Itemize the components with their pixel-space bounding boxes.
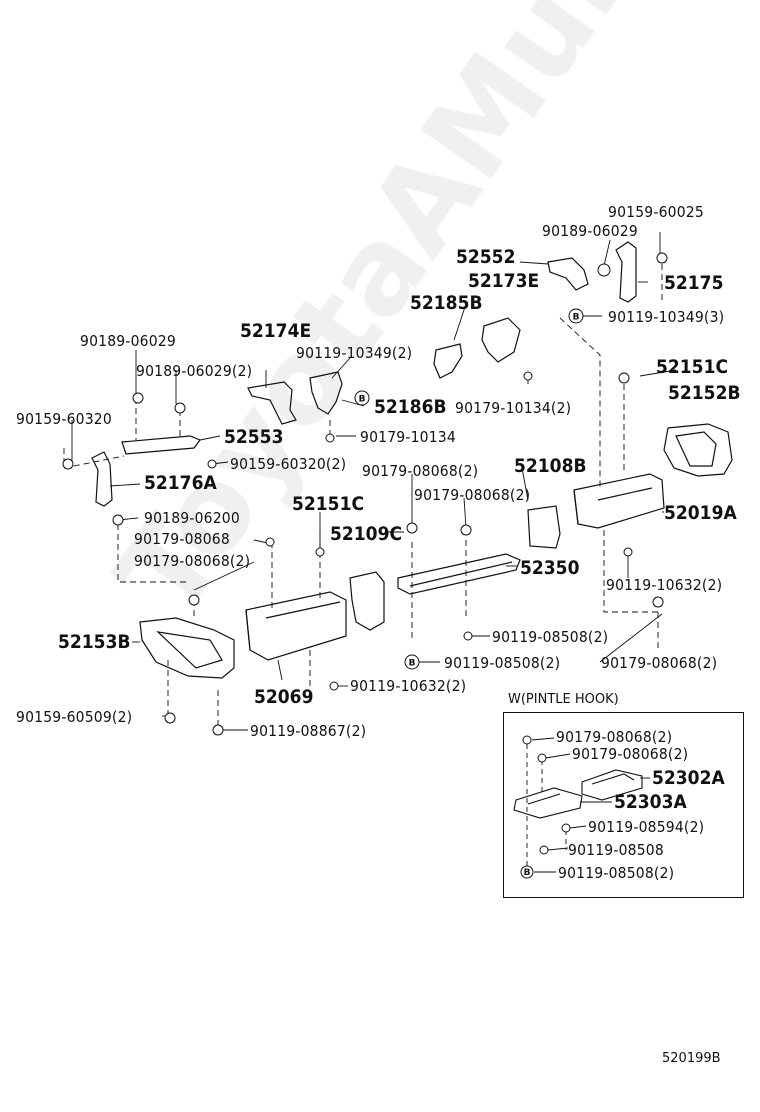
b-marker-1: B bbox=[573, 313, 580, 323]
label-52152B: 52152B bbox=[668, 382, 741, 404]
stay-52176A bbox=[91, 451, 113, 507]
label-90119-10632-2-mid: 90119-10632(2) bbox=[350, 677, 467, 695]
label-90189-06029-2: 90189-06029(2) bbox=[136, 362, 253, 380]
inset-label-90119-08594-2: 90119-08594(2) bbox=[588, 818, 705, 836]
diagram-code: 520199B bbox=[662, 1051, 721, 1066]
inset-label-90179-08068-2-a: 90179-08068(2) bbox=[556, 728, 673, 746]
label-90189-06200: 90189-06200 bbox=[144, 509, 240, 527]
label-90159-60320-2: 90159-60320(2) bbox=[230, 455, 347, 473]
b-marker-2: B bbox=[359, 395, 366, 405]
bolt-90189-06029-left bbox=[132, 392, 144, 404]
label-52151C-right: 52151C bbox=[656, 356, 729, 378]
label-52176A: 52176A bbox=[144, 472, 217, 494]
nut-90179-08068-2-d bbox=[652, 596, 664, 608]
label-90119-10349-3: 90119-10349(3) bbox=[608, 308, 725, 326]
label-52552: 52552 bbox=[456, 246, 516, 268]
label-90159-60509-2: 90159-60509(2) bbox=[16, 708, 133, 726]
bracket-52173E bbox=[481, 317, 521, 363]
bolt-90189-06200 bbox=[112, 514, 124, 526]
inset-nut-1 bbox=[522, 735, 532, 745]
inset-label-90179-08068-2-b: 90179-08068(2) bbox=[572, 745, 689, 763]
b-marker-circle-3 bbox=[404, 654, 420, 670]
label-90119-08508-2-a: 90119-08508(2) bbox=[492, 628, 609, 646]
reinforcement-52069 bbox=[245, 591, 347, 661]
plate-52552 bbox=[547, 257, 589, 291]
inset-label-90119-08508: 90119-08508 bbox=[568, 841, 664, 859]
label-52109C: 52109C bbox=[330, 523, 403, 545]
label-90179-08068-2-a: 90179-08068(2) bbox=[362, 462, 479, 480]
label-52553: 52553 bbox=[224, 426, 284, 448]
label-52175: 52175 bbox=[664, 272, 724, 294]
inset-label-52302A: 52302A bbox=[652, 767, 725, 789]
inset-box bbox=[503, 712, 744, 898]
bumper-end-52152B bbox=[663, 423, 733, 477]
bracket-52185B bbox=[433, 343, 463, 379]
bolt-52151C-right bbox=[618, 372, 630, 384]
plate-52302A bbox=[581, 769, 643, 801]
nut-90179-10134-left bbox=[325, 433, 335, 443]
label-90179-10134-2: 90179-10134(2) bbox=[455, 399, 572, 417]
bolt-90189-06029-2 bbox=[174, 402, 186, 414]
label-52019A: 52019A bbox=[664, 502, 737, 524]
b-marker-circle-2 bbox=[354, 390, 370, 406]
b-marker-3: B bbox=[409, 659, 416, 669]
bolt-90119-08867 bbox=[212, 724, 224, 736]
inset-title: W(PINTLE HOOK) bbox=[508, 692, 619, 707]
label-90179-10134: 90179-10134 bbox=[360, 428, 456, 446]
b-marker-4: B bbox=[524, 868, 531, 878]
nut-90179-08068-2-c bbox=[188, 594, 200, 606]
label-90159-60025: 90159-60025 bbox=[608, 203, 704, 221]
end-piece-52109C bbox=[349, 571, 385, 631]
label-90179-08068: 90179-08068 bbox=[134, 530, 230, 548]
b-marker-circle-1 bbox=[568, 308, 584, 324]
label-90179-08068-2-d: 90179-08068(2) bbox=[601, 654, 718, 672]
bumper-end-52153B bbox=[139, 617, 235, 679]
inset-bolt-08594 bbox=[561, 823, 571, 833]
inset-label-90119-08508-2: 90119-08508(2) bbox=[558, 864, 675, 882]
nut-90179-08068-2-a bbox=[406, 522, 418, 534]
label-52174E: 52174E bbox=[240, 320, 312, 342]
label-52186B: 52186B bbox=[374, 396, 447, 418]
bracket-52186B bbox=[309, 371, 343, 415]
label-90119-08508-2-b: 90119-08508(2) bbox=[444, 654, 561, 672]
label-52185B: 52185B bbox=[410, 292, 483, 314]
bracket-52175 bbox=[615, 241, 637, 303]
nut-90159-60320-2 bbox=[207, 459, 217, 469]
label-90179-08068-2-b: 90179-08068(2) bbox=[414, 486, 531, 504]
label-90189-06029-left: 90189-06029 bbox=[80, 332, 176, 350]
inset-bolt-08508 bbox=[539, 845, 549, 855]
nut-90179-08068 bbox=[265, 537, 275, 547]
bolt-90159-60509 bbox=[164, 712, 176, 724]
bracket-52174E bbox=[247, 381, 297, 425]
bolt-90159-60320 bbox=[62, 458, 74, 470]
label-52350: 52350 bbox=[520, 557, 580, 579]
inset-label-52303A: 52303A bbox=[614, 791, 687, 813]
label-90119-10632-2-right: 90119-10632(2) bbox=[606, 576, 723, 594]
label-90189-06029-top: 90189-06029 bbox=[542, 222, 638, 240]
label-52069: 52069 bbox=[254, 686, 314, 708]
bolt-52151C-mid bbox=[315, 547, 325, 557]
bolt-90119-10632-right bbox=[623, 547, 633, 557]
reinforcement-52019A bbox=[573, 473, 665, 529]
bolt-90179-10134 bbox=[523, 371, 533, 381]
label-90159-60320: 90159-60320 bbox=[16, 410, 112, 428]
bracket-52303A bbox=[513, 787, 583, 819]
step-52350 bbox=[397, 553, 521, 595]
bolt-90159-60025 bbox=[656, 252, 668, 264]
inset-nut-2 bbox=[537, 753, 547, 763]
bolt-90189-06029-top bbox=[597, 263, 611, 277]
label-90119-08867-2: 90119-08867(2) bbox=[250, 722, 367, 740]
label-52153B: 52153B bbox=[58, 631, 131, 653]
label-90179-08068-2-c: 90179-08068(2) bbox=[134, 552, 251, 570]
label-52151C-mid: 52151C bbox=[292, 493, 365, 515]
pad-52108B bbox=[527, 505, 561, 549]
label-52173E: 52173E bbox=[468, 270, 540, 292]
bracket-52553 bbox=[121, 435, 201, 455]
bolt-90119-10632-mid bbox=[329, 681, 339, 691]
label-52108B: 52108B bbox=[514, 455, 587, 477]
label-90119-10349-2: 90119-10349(2) bbox=[296, 344, 413, 362]
nut-90179-08068-2-b bbox=[460, 524, 472, 536]
bolt-90119-08508-a bbox=[463, 631, 473, 641]
